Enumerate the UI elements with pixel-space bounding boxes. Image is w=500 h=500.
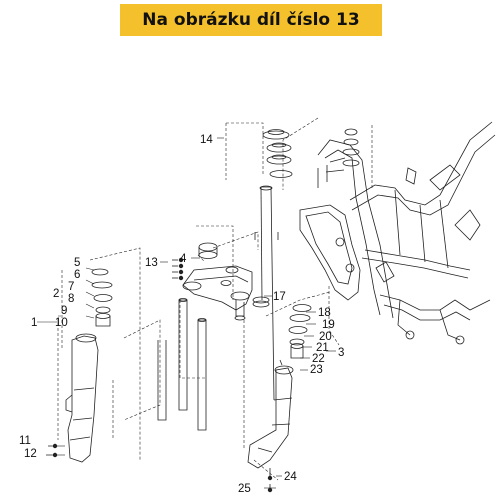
callout-12: 12 [24, 448, 37, 460]
left-fork-leg [65, 268, 113, 463]
steering-stem [254, 185, 279, 401]
callout-25: 25 [238, 483, 251, 495]
bottom-bolts [46, 443, 273, 493]
callout-2: 2 [53, 288, 59, 300]
right-fork-leg [247, 304, 312, 469]
callout-14: 14 [200, 134, 213, 146]
callout-3: 3 [338, 347, 344, 359]
callout-11: 11 [19, 435, 31, 447]
triple-clamp [182, 242, 253, 321]
fork-tubes-center [157, 298, 207, 431]
callout-21: 21 [316, 342, 329, 354]
callout-8: 8 [68, 293, 74, 305]
title-banner: Na obrázku díl číslo 13 [120, 4, 382, 36]
clamp-bolts [172, 257, 184, 281]
callout-6: 6 [74, 269, 80, 281]
callout-23: 23 [310, 364, 323, 376]
bearing-17 [252, 296, 270, 308]
callout-17: 17 [273, 291, 286, 303]
guide-lines [57, 117, 373, 481]
callout-20: 20 [319, 331, 332, 343]
callout-4: 4 [180, 253, 187, 265]
leader-lines [37, 137, 336, 489]
top-bearing-stack [262, 128, 360, 188]
callout-7: 7 [68, 281, 74, 293]
callout-18: 18 [318, 307, 331, 319]
scooter-frame [299, 121, 496, 345]
callout-9: 9 [61, 305, 67, 317]
callout-13: 13 [145, 257, 158, 269]
callout-5: 5 [74, 257, 80, 269]
callout-22: 22 [312, 353, 325, 365]
callout-labels: 1 2 3 4 5 6 7 8 9 10 11 12 13 14 17 18 1… [19, 134, 344, 495]
callout-10: 10 [55, 317, 68, 329]
banner-title: Na obrázku díl číslo 13 [142, 10, 360, 30]
callout-19: 19 [322, 319, 335, 331]
callout-24: 24 [284, 471, 297, 483]
callout-1: 1 [31, 317, 37, 329]
